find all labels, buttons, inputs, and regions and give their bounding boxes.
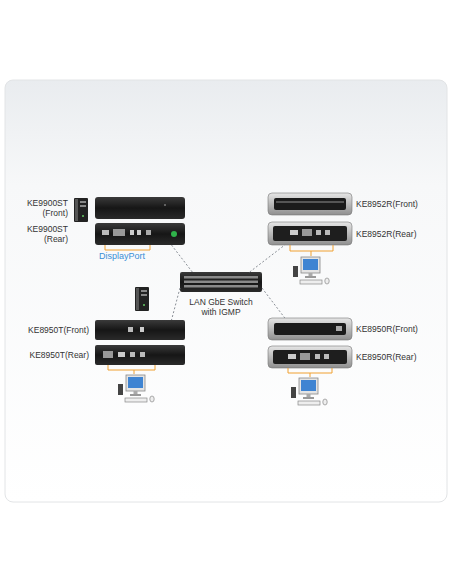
device-box: KE8950R(Front) [268,318,352,340]
network-link [262,288,285,318]
switch-box: LAN GbE Switch with IGMP [180,272,262,292]
switch-label: LAN GbE Switch with IGMP [185,297,257,317]
network-link [172,288,181,320]
device-box: KE8950T(Rear) [95,345,185,365]
connector-label: DisplayPort [99,251,145,261]
device-label: KE8950T(Front) [28,325,89,335]
device-box: KE9900ST (Front) [95,197,185,219]
network-link [250,245,285,272]
device-label: KE8950R(Front) [356,324,418,334]
device-label: KE9900ST (Rear) [20,224,68,244]
device-box: KE8950R(Rear) [268,346,352,368]
device-label: KE9900ST (Front) [20,198,68,218]
device-box: KE9900ST (Rear) [95,223,185,245]
device-box: KE8952R(Front) [268,193,352,215]
device-label: KE8952R(Rear) [356,229,416,239]
device-label: KE8950T(Rear) [29,350,89,360]
device-label: KE8952R(Front) [356,199,418,209]
network-link [172,245,193,272]
device-box: KE8952R(Rear) [268,222,352,245]
device-label: KE8950R(Rear) [356,352,416,362]
device-box: KE8950T(Front) [95,320,185,340]
